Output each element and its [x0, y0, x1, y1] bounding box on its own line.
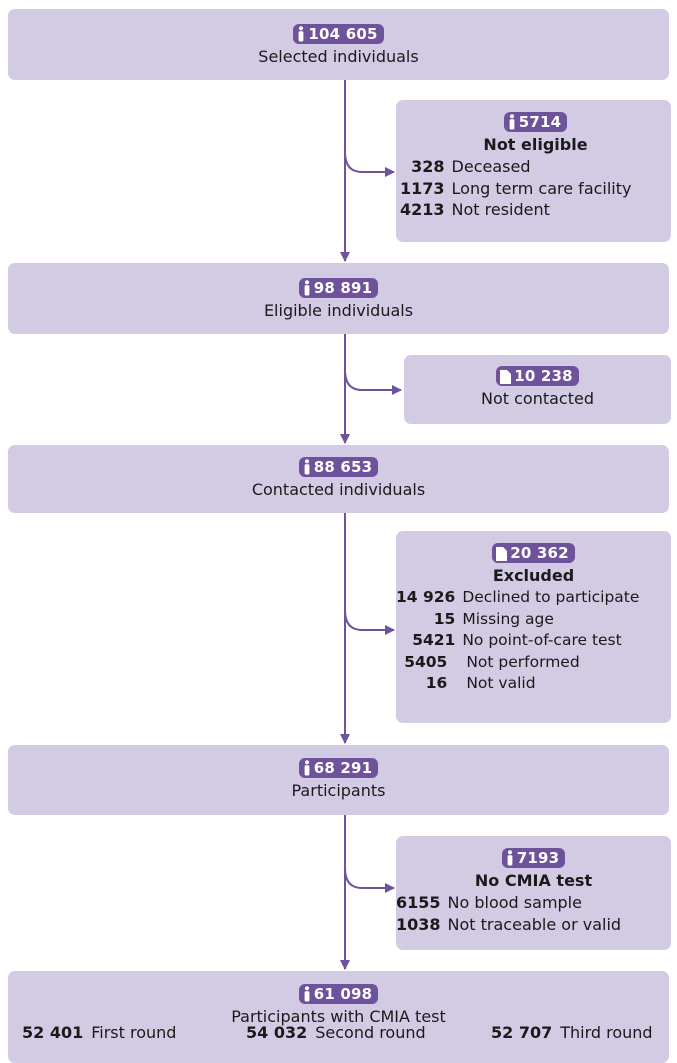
count-value: 7193: [516, 849, 560, 867]
exclusion-label: Not contacted: [481, 389, 594, 408]
count-value: 88 653: [313, 458, 373, 476]
branch-arrow-2: [344, 369, 402, 395]
reason-label: Deceased: [451, 157, 531, 176]
exclusion-not-eligible: 5714 Not eligible 328 Deceased 1173 Long…: [396, 100, 671, 242]
round-value: 52 707: [491, 1023, 553, 1042]
count-badge: 7193: [501, 848, 566, 868]
round-first: 52 401 First round: [22, 1022, 176, 1044]
round-label: Second round: [315, 1023, 426, 1042]
reason-label: Declined to participate: [462, 588, 640, 606]
count-value: 20 362: [510, 544, 569, 562]
reason-value: 4213: [400, 200, 445, 219]
reason-value: 328: [411, 157, 445, 176]
stage-selected-individuals: 104 605 Selected individuals: [8, 9, 669, 80]
round-label: First round: [91, 1023, 177, 1042]
person-icon: [298, 26, 304, 42]
reason-label: Not traceable or valid: [447, 914, 622, 934]
stage-label: Selected individuals: [258, 47, 419, 66]
count-badge: 61 098: [298, 984, 379, 1004]
count-value: 68 291: [313, 759, 373, 777]
count-badge: 10 238: [496, 366, 579, 386]
stage-label: Participants: [291, 781, 386, 800]
document-icon: [496, 547, 508, 561]
document-icon: [500, 370, 512, 384]
count-badge: 5714: [503, 112, 568, 132]
branch-arrow-4: [344, 867, 395, 893]
exclusion-title: Excluded: [492, 566, 575, 585]
person-icon: [304, 280, 310, 296]
round-value: 52 401: [22, 1023, 84, 1042]
round-label: Third round: [560, 1023, 653, 1042]
stage-contacted-individuals: 88 653 Contacted individuals: [8, 445, 669, 513]
stage-label: Contacted individuals: [251, 480, 426, 499]
reason-value: 14 926: [396, 588, 456, 606]
exclusion-not-contacted: 10 238 Not contacted: [404, 355, 671, 424]
count-badge: 88 653: [298, 457, 379, 477]
reason-value: 6155: [396, 893, 441, 912]
branch-arrow-1: [344, 151, 395, 177]
reason-value: 1038: [396, 914, 441, 934]
reason-label: Not resident: [451, 200, 550, 219]
reason-value: 5421: [412, 631, 456, 649]
reason-label: Missing age: [462, 609, 554, 628]
sub-reason-value: 5405: [404, 652, 448, 671]
count-value: 98 891: [313, 279, 373, 297]
count-badge: 68 291: [298, 758, 379, 778]
exclusion-title: No CMIA test: [474, 871, 593, 890]
person-icon: [304, 986, 310, 1002]
reason-label: No point-of-care test: [462, 631, 622, 649]
sub-reason-label: Not performed: [466, 652, 580, 671]
count-value: 104 605: [308, 25, 378, 43]
round-third: 52 707 Third round: [491, 1022, 653, 1044]
reason-value: 1173: [400, 178, 445, 198]
reason-label: No blood sample: [447, 893, 582, 912]
exclusion-reasons: 6155 No blood sample 1038 Not traceable …: [396, 892, 671, 935]
person-icon: [507, 850, 513, 866]
sub-reason-value: 16: [425, 674, 448, 692]
count-value: 10 238: [514, 367, 573, 385]
stage-label: Eligible individuals: [263, 301, 414, 320]
exclusion-excluded: 20 362 Excluded 14 926 Declined to parti…: [396, 531, 671, 723]
sub-reason-label: Not valid: [466, 674, 536, 692]
count-badge: 20 362: [492, 543, 575, 563]
stage-label: Participants with CMIA test: [231, 1007, 446, 1026]
exclusion-reasons: 328 Deceased 1173 Long term care facilit…: [400, 156, 671, 221]
exclusion-no-cmia-test: 7193 No CMIA test 6155 No blood sample 1…: [396, 836, 671, 950]
exclusion-reasons: 14 926 Declined to participate 15 Missin…: [396, 587, 671, 695]
exclusion-title: Not eligible: [483, 135, 588, 154]
count-value: 61 098: [313, 985, 373, 1003]
reason-label: Long term care facility: [451, 178, 632, 198]
branch-arrow-3: [344, 609, 395, 635]
stage-participants: 68 291 Participants: [8, 745, 669, 815]
round-second: 54 032 Second round: [246, 1022, 426, 1044]
stage-participants-with-cmia-test: 61 098 Participants with CMIA test 52 40…: [8, 971, 669, 1063]
count-badge: 104 605: [293, 24, 384, 44]
round-value: 54 032: [246, 1023, 308, 1042]
person-icon: [304, 459, 310, 475]
count-value: 5714: [518, 113, 562, 131]
stage-eligible-individuals: 98 891 Eligible individuals: [8, 263, 669, 334]
reason-value: 15: [433, 609, 456, 628]
count-badge: 98 891: [298, 278, 379, 298]
person-icon: [304, 760, 310, 776]
person-icon: [509, 114, 515, 130]
